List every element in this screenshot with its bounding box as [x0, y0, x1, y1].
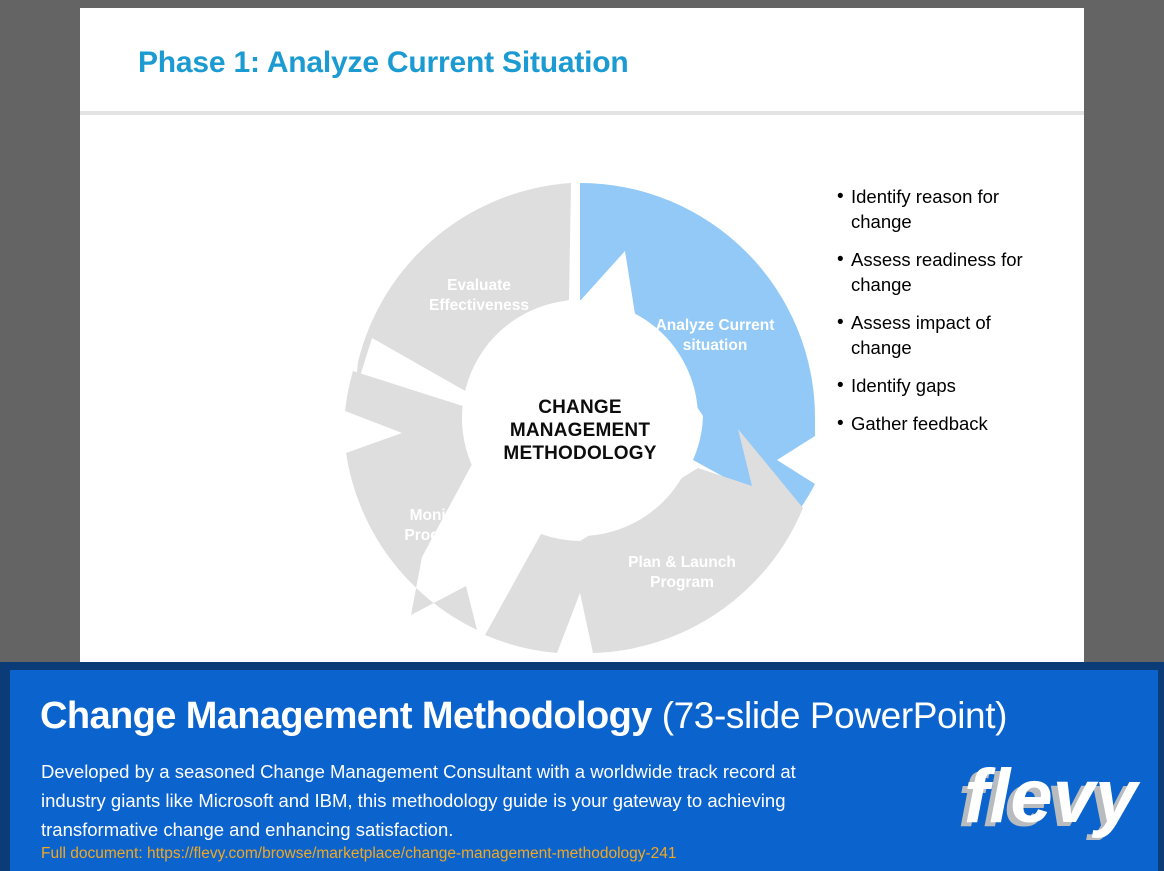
- promo-document-link[interactable]: Full document: https://flevy.com/browse/…: [41, 845, 677, 862]
- list-item: • Identify reason for change: [837, 184, 1052, 234]
- cycle-segment-monitor-progress[interactable]: [345, 371, 477, 630]
- list-item-label: Gather feedback: [851, 413, 988, 434]
- segment-label-line: Effectiveness: [429, 297, 529, 314]
- change-management-cycle-diagram: Analyze Current situation Plan & Launch …: [325, 168, 835, 668]
- list-item: • Gather feedback: [837, 411, 1052, 436]
- cycle-segment-label-evaluate-effectiveness: Evaluate Effectiveness: [429, 277, 529, 314]
- cycle-segment-label-analyze: Analyze Current situation: [656, 317, 775, 354]
- segment-label-line: Progress: [404, 527, 471, 544]
- list-item: • Assess impact of change: [837, 310, 1052, 360]
- cycle-segment-label-plan-launch: Plan & Launch Program: [628, 554, 736, 591]
- bullet-marker-icon: •: [837, 413, 844, 434]
- list-item-label: Assess impact of change: [851, 312, 991, 358]
- bullet-marker-icon: •: [837, 375, 844, 396]
- flevy-logo[interactable]: flevy flevy: [950, 760, 1158, 840]
- list-item: • Identify gaps: [837, 373, 1052, 398]
- page-title: Phase 1: Analyze Current Situation: [138, 46, 629, 79]
- segment-label-line: Program: [650, 574, 714, 591]
- cycle-center-hub: [462, 300, 698, 536]
- promo-banner: Change Management Methodology (73-slide …: [10, 670, 1158, 871]
- segment-label-line: Analyze Current: [656, 317, 775, 334]
- segment-label-line: Monitor: [410, 507, 467, 524]
- promo-title-subtitle: (73-slide PowerPoint): [661, 695, 1008, 736]
- bullet-marker-icon: •: [837, 186, 844, 207]
- title-divider: [80, 111, 1084, 115]
- promo-banner-border: Change Management Methodology (73-slide …: [0, 662, 1164, 871]
- segment-label-line: Plan & Launch: [628, 554, 736, 571]
- cycle-segment-evaluate-effectiveness[interactable]: [355, 183, 571, 396]
- list-item: • Assess readiness for change: [837, 247, 1052, 297]
- cycle-segment-label-monitor-progress: Monitor Progress: [404, 507, 471, 544]
- center-label-line: CHANGE: [538, 397, 622, 418]
- promo-description: Developed by a seasoned Change Managemen…: [41, 761, 796, 840]
- flevy-logo-shadow: flevy: [958, 760, 1135, 840]
- cycle-diagram-svg: Analyze Current situation Plan & Launch …: [345, 183, 815, 653]
- cycle-segment-analyze-current-situation[interactable]: [580, 183, 815, 516]
- segment-label-line: situation: [683, 337, 748, 354]
- presentation-slide: Phase 1: Analyze Current Situation Analy…: [80, 8, 1084, 662]
- list-item-label: Identify reason for change: [851, 186, 1000, 232]
- center-label-line: METHODOLOGY: [503, 443, 656, 464]
- center-label-line: MANAGEMENT: [510, 420, 650, 441]
- flevy-logo-svg: flevy flevy: [958, 760, 1141, 840]
- flevy-logo-text: flevy: [964, 760, 1141, 839]
- cycle-center-label: CHANGE MANAGEMENT METHODOLOGY: [503, 397, 656, 464]
- segment-label-line: Evaluate: [447, 277, 511, 294]
- phase-activities-list: • Identify reason for change • Assess re…: [837, 184, 1052, 449]
- list-item-label: Identify gaps: [851, 375, 956, 396]
- bullet-marker-icon: •: [837, 312, 844, 333]
- promo-title: Change Management Methodology (73-slide …: [40, 695, 1007, 738]
- list-item-label: Assess readiness for change: [851, 249, 1023, 295]
- bullet-marker-icon: •: [837, 249, 844, 270]
- cycle-segment-plan-and-launch-program[interactable]: [485, 429, 803, 653]
- promo-title-main: Change Management Methodology: [40, 695, 652, 737]
